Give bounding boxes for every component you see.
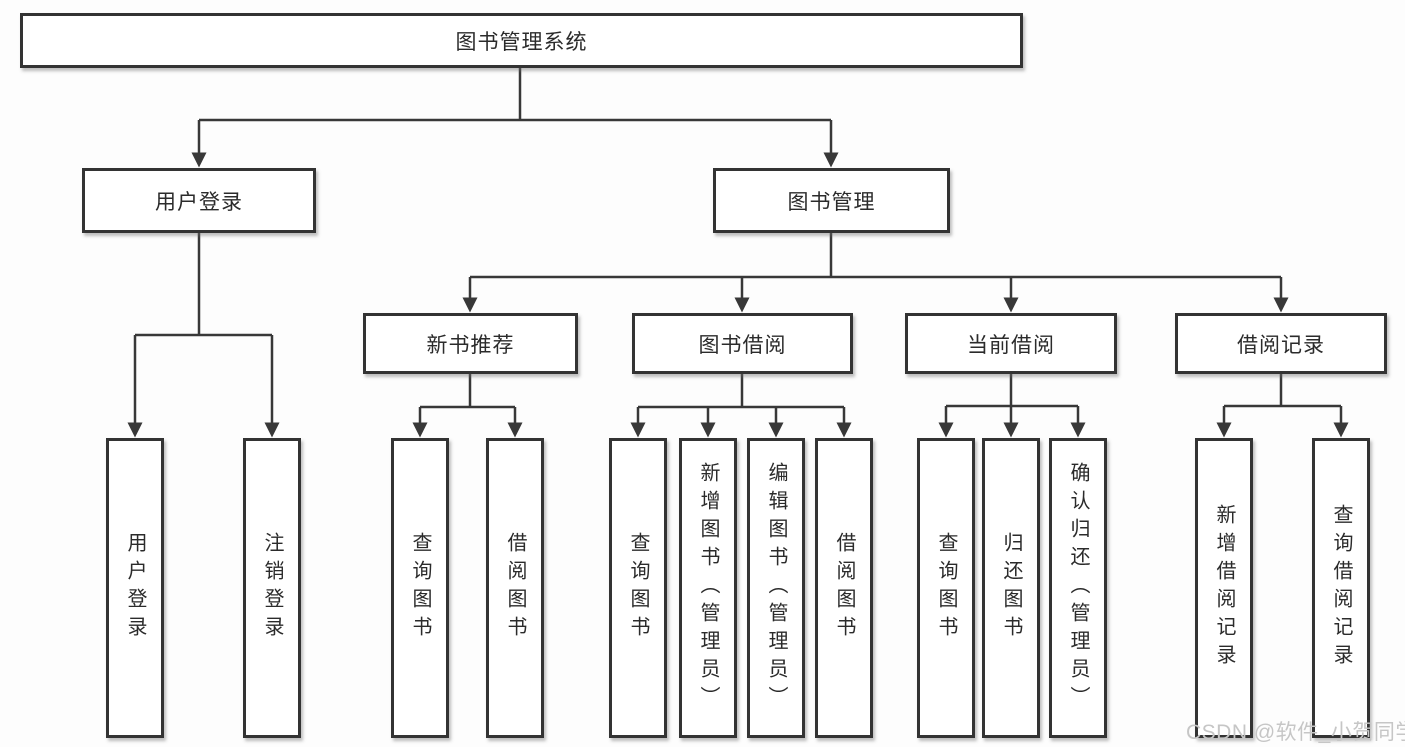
node-leaf-add-books-admin: 新增图书（管理员）	[679, 438, 737, 738]
node-new-book-recommendation: 新书推荐	[363, 313, 578, 374]
node-book-management: 图书管理	[713, 168, 950, 233]
node-leaf-borrow-books-1: 借阅图书	[486, 438, 544, 738]
node-label: 归还图书	[1000, 532, 1022, 644]
node-label: 查询图书	[935, 532, 957, 644]
node-borrowing-records: 借阅记录	[1175, 313, 1387, 374]
node-user-login: 用户登录	[82, 168, 316, 233]
node-label: 注销登录	[261, 532, 283, 644]
node-label: 图书借阅	[698, 333, 787, 357]
node-label: 查询借阅记录	[1330, 504, 1352, 672]
node-label: 图书管理	[787, 190, 876, 214]
node-leaf-borrow-books-2: 借阅图书	[815, 438, 873, 738]
node-leaf-logout: 注销登录	[243, 438, 301, 738]
node-book-borrowing: 图书借阅	[632, 313, 853, 374]
node-label: 用户登录	[124, 532, 146, 644]
node-leaf-user-login: 用户登录	[106, 438, 164, 738]
node-current-borrowing: 当前借阅	[905, 313, 1117, 374]
node-leaf-add-borrow-record: 新增借阅记录	[1195, 438, 1253, 738]
node-label: 图书管理系统	[455, 30, 588, 54]
node-label: 借阅记录	[1237, 333, 1325, 357]
node-label: 借阅图书	[504, 532, 526, 644]
node-leaf-query-books-2: 查询图书	[609, 438, 667, 738]
node-label: 用户登录	[155, 190, 243, 214]
node-leaf-query-books-1: 查询图书	[391, 438, 449, 738]
node-leaf-return-books: 归还图书	[982, 438, 1040, 738]
csdn-watermark: CSDN @软件_小贺同学	[1186, 721, 1405, 744]
node-label: 确认归还（管理员）	[1067, 462, 1089, 714]
node-label: 借阅图书	[833, 532, 855, 644]
node-label: 查询图书	[627, 532, 649, 644]
node-label: 新增借阅记录	[1213, 504, 1235, 672]
node-label: 新书推荐	[426, 333, 515, 357]
node-leaf-query-books-3: 查询图书	[917, 438, 975, 738]
node-label: 编辑图书（管理员）	[765, 462, 787, 714]
node-label: 新增图书（管理员）	[697, 462, 719, 714]
node-label: 查询图书	[409, 532, 431, 644]
node-leaf-edit-books-admin: 编辑图书（管理员）	[747, 438, 805, 738]
node-leaf-query-borrow-record: 查询借阅记录	[1312, 438, 1370, 738]
node-leaf-confirm-return-admin: 确认归还（管理员）	[1049, 438, 1107, 738]
node-root-library-system: 图书管理系统	[20, 13, 1023, 68]
node-label: 当前借阅	[967, 333, 1055, 357]
